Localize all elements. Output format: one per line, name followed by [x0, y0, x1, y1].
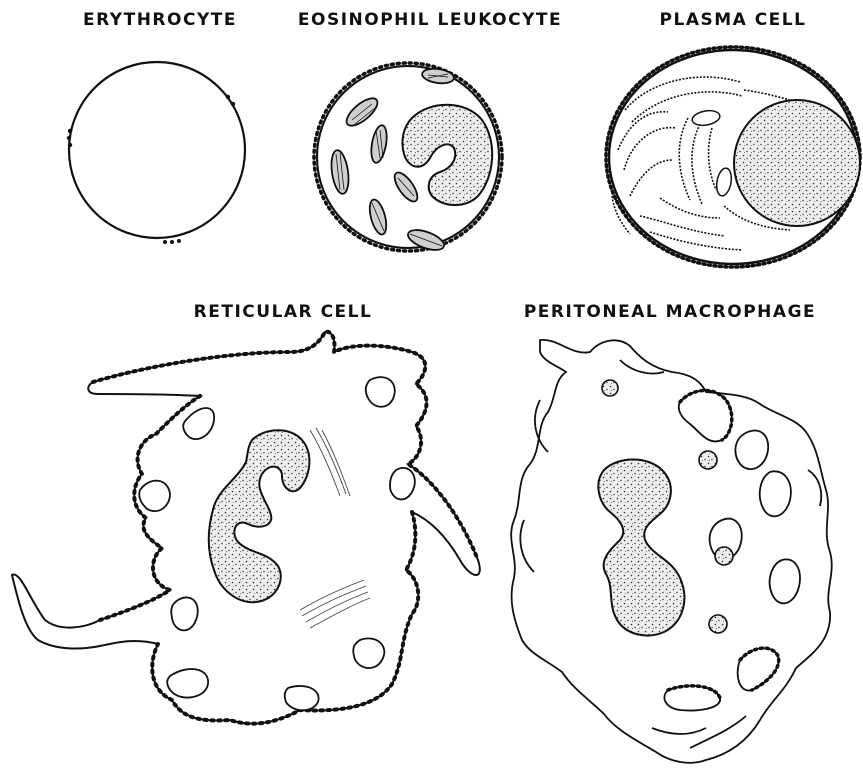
- macrophage-nucleus: [598, 460, 684, 636]
- eosinophil: [314, 63, 502, 254]
- erythrocyte: [67, 62, 245, 244]
- erythrocyte-membrane: [69, 62, 245, 238]
- reticular-ribosomes: [93, 332, 478, 724]
- macrophage-outline: [511, 340, 832, 763]
- peritoneal-macrophage: [511, 340, 832, 763]
- plasma-cell: [606, 47, 860, 267]
- reticular-outline: [12, 332, 480, 724]
- plasma-nucleus: [734, 100, 860, 226]
- reticular-fibrils: [300, 428, 370, 628]
- reticular-inner-cisternae: [139, 377, 415, 710]
- reticular-cell: [12, 332, 480, 724]
- reticular-nucleus: [209, 430, 310, 602]
